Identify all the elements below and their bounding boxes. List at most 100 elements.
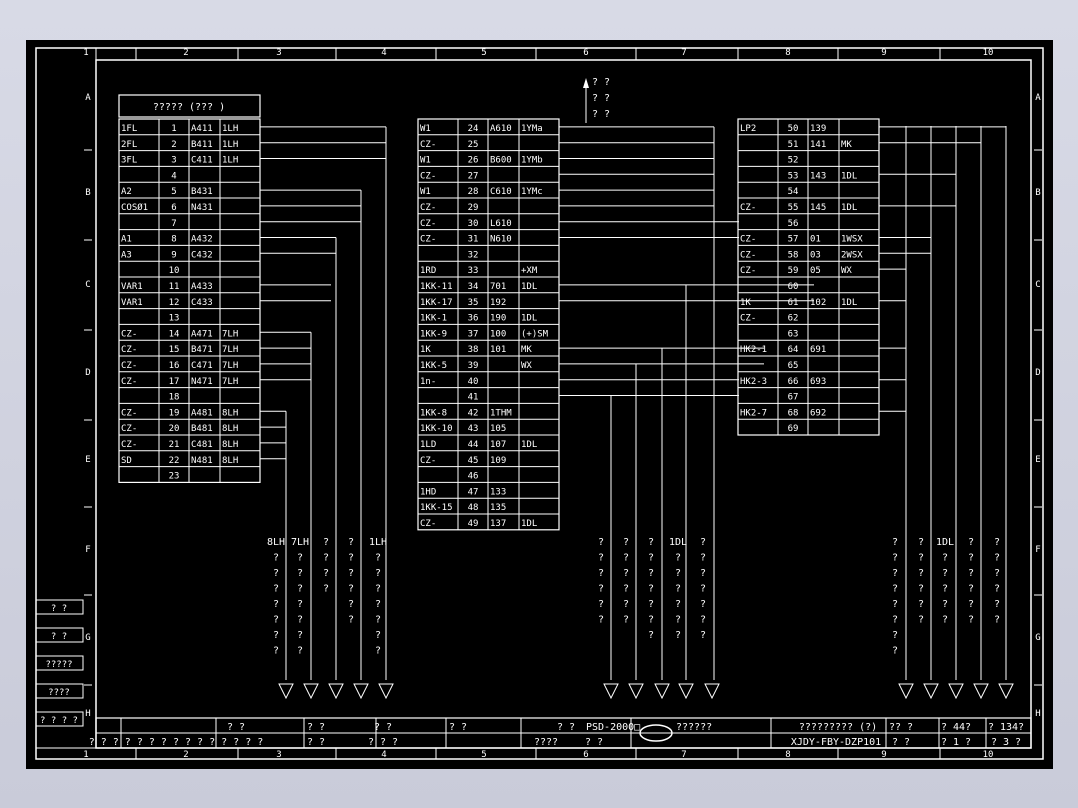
left-block-cell: 7LH bbox=[222, 329, 238, 339]
mid-block-cell: C610 bbox=[490, 187, 512, 197]
cable-label: ? bbox=[700, 553, 706, 564]
row-marker: F bbox=[85, 545, 90, 555]
title-text: ? ? bbox=[307, 737, 325, 748]
left-block-cell: 8LH bbox=[222, 456, 238, 466]
cable-label: ? bbox=[700, 584, 706, 595]
col-marker: 3 bbox=[276, 750, 281, 760]
cable-label: ? bbox=[297, 553, 303, 564]
mid-block-cell: 36 bbox=[468, 314, 479, 324]
mid-block-cell: W1 bbox=[420, 187, 431, 197]
mid-block-cell: 47 bbox=[468, 487, 479, 497]
mid-block-cell: 42 bbox=[468, 408, 479, 418]
mid-block-cell: 24 bbox=[468, 124, 479, 134]
right-block-cell: CZ- bbox=[740, 203, 756, 213]
left-block-cell: 13 bbox=[169, 314, 180, 324]
col-marker: 3 bbox=[276, 48, 281, 58]
cable-label: ? bbox=[700, 599, 706, 610]
right-block-cell: 61 bbox=[788, 298, 799, 308]
mid-block-cell: 45 bbox=[468, 456, 479, 466]
col-marker: 5 bbox=[481, 750, 486, 760]
left-block-cell: 6 bbox=[171, 203, 176, 213]
cable-label: ? bbox=[942, 568, 948, 579]
cable-label: ? bbox=[273, 630, 279, 641]
title-text: ???? bbox=[534, 737, 558, 748]
cable-label: ? bbox=[323, 584, 329, 595]
col-marker: 2 bbox=[183, 48, 188, 58]
ground-symbol bbox=[973, 683, 989, 700]
cable-label: ? bbox=[942, 584, 948, 595]
left-block-cell: N481 bbox=[191, 456, 213, 466]
cable-label: ? bbox=[648, 630, 654, 641]
right-block-cell: 60 bbox=[788, 282, 799, 292]
left-block-cell: A2 bbox=[121, 187, 132, 197]
left-block-cell: 8LH bbox=[222, 408, 238, 418]
cable-label: 7LH bbox=[291, 537, 309, 548]
mid-block-cell: 101 bbox=[490, 345, 506, 355]
right-block-cell: WX bbox=[841, 266, 852, 276]
title-text: XJDY-FBY-DZP101 bbox=[791, 737, 881, 748]
mid-block-cell: 49 bbox=[468, 519, 479, 529]
left-block-cell: VAR1 bbox=[121, 282, 143, 292]
col-marker: 6 bbox=[583, 48, 588, 58]
left-block-cell: C411 bbox=[191, 156, 213, 166]
left-block-cell: 1 bbox=[171, 124, 176, 134]
left-block-cell: C481 bbox=[191, 440, 213, 450]
mid-block-cell: WX bbox=[521, 361, 532, 371]
left-block-cell: 23 bbox=[169, 472, 180, 482]
left-block-cell: 17 bbox=[169, 377, 180, 387]
right-block-cell: 1DL bbox=[841, 203, 857, 213]
cable-label: ? bbox=[892, 568, 898, 579]
cable-label: ? bbox=[892, 553, 898, 564]
right-block-cell: 68 bbox=[788, 408, 799, 418]
row-marker: G bbox=[1035, 633, 1040, 643]
cable-label: ? bbox=[892, 537, 898, 548]
cable-label: ? bbox=[273, 599, 279, 610]
col-marker: 7 bbox=[681, 750, 686, 760]
ground-symbol bbox=[948, 683, 964, 700]
ground-symbol bbox=[278, 683, 294, 700]
mid-block-cell: 1HD bbox=[420, 487, 436, 497]
left-block-cell: 1LH bbox=[222, 140, 238, 150]
cable-label: ? bbox=[700, 537, 706, 548]
right-block-cell: CZ- bbox=[740, 266, 756, 276]
row-marker: D bbox=[85, 368, 90, 378]
cable-label: ? bbox=[892, 646, 898, 657]
mid-block-cell: 26 bbox=[468, 156, 479, 166]
cable-label: ? bbox=[918, 568, 924, 579]
mid-block-cell: 1YMc bbox=[521, 187, 543, 197]
mid-block-cell: 1KK-9 bbox=[420, 329, 447, 339]
right-block-cell: 54 bbox=[788, 187, 799, 197]
cable-label: 1LH bbox=[369, 537, 387, 548]
cable-label: ? bbox=[323, 568, 329, 579]
cable-label: ? bbox=[375, 630, 381, 641]
row-marker: H bbox=[85, 709, 90, 719]
cable-label: ? bbox=[675, 553, 681, 564]
cable-label: 8LH bbox=[267, 537, 285, 548]
col-marker: 4 bbox=[381, 48, 386, 58]
title-text: PSD-2000□ bbox=[586, 722, 640, 733]
cable-label: ? bbox=[348, 553, 354, 564]
mid-block-cell: 1THM bbox=[490, 408, 512, 418]
cable-label: ? bbox=[375, 599, 381, 610]
mid-block-cell: 35 bbox=[468, 298, 479, 308]
right-block-cell: 143 bbox=[810, 171, 826, 181]
left-block-cell: 2FL bbox=[121, 140, 137, 150]
mid-block-cell: 1KK-1 bbox=[420, 314, 447, 324]
col-marker: 10 bbox=[983, 750, 994, 760]
left-block-cell: 14 bbox=[169, 329, 180, 339]
mid-block-cell: 39 bbox=[468, 361, 479, 371]
mid-block-cell: L610 bbox=[490, 219, 512, 229]
cable-label: ? bbox=[297, 646, 303, 657]
left-block-cell: CZ- bbox=[121, 408, 137, 418]
cable-label: ? bbox=[994, 537, 1000, 548]
row-marker: B bbox=[1035, 188, 1040, 198]
arrow-label: ? ? bbox=[592, 109, 610, 120]
right-block-cell: 1K bbox=[740, 298, 751, 308]
title-text: ? 134? bbox=[988, 722, 1024, 733]
cable-label: ? bbox=[675, 615, 681, 626]
cable-label: ? bbox=[892, 599, 898, 610]
mid-block-cell: 27 bbox=[468, 171, 479, 181]
col-marker: 6 bbox=[583, 750, 588, 760]
left-block-cell: CZ- bbox=[121, 329, 137, 339]
